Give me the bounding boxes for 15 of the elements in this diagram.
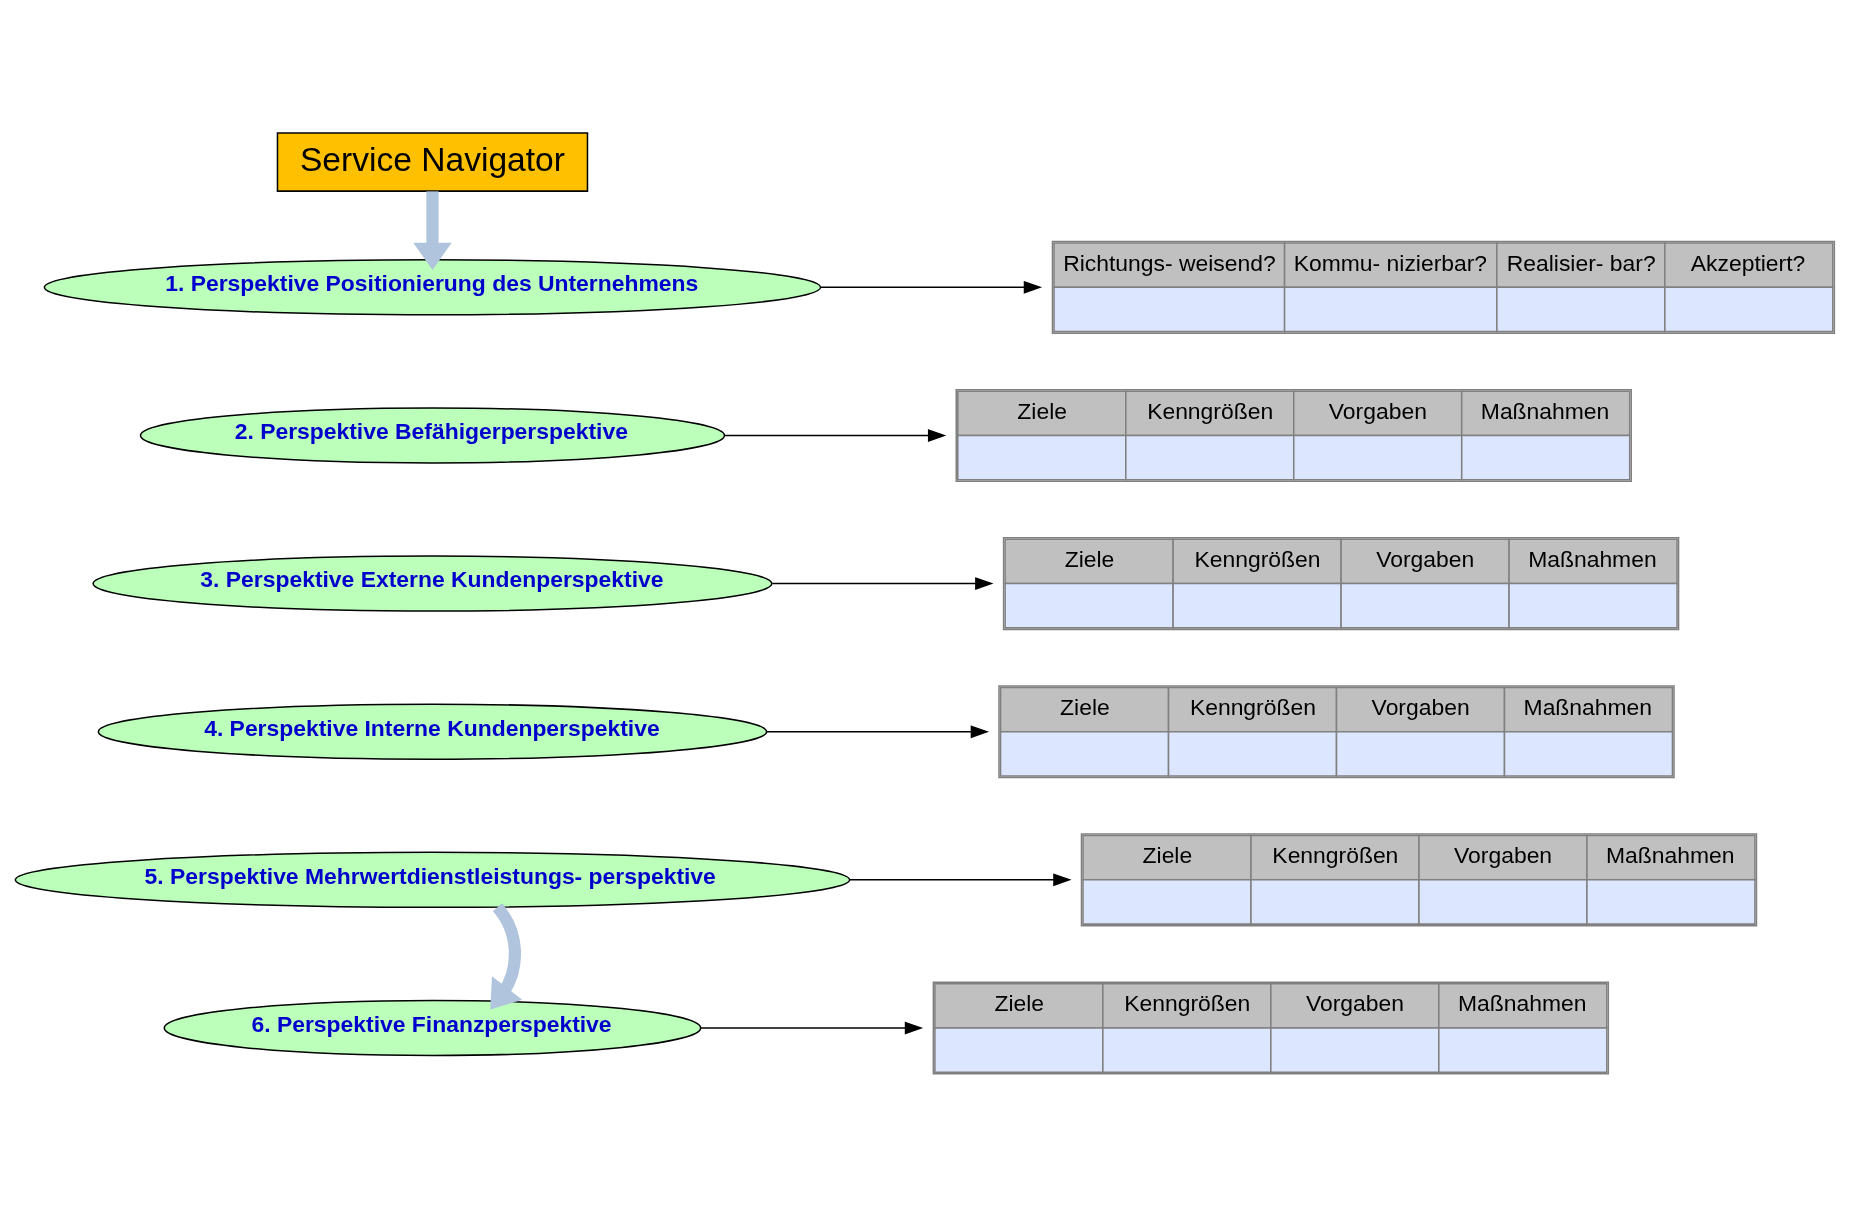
arrow: [819, 280, 1042, 294]
arrow: [771, 577, 993, 590]
node-ellipse: 6. Perspektive Finanzperspektive: [163, 999, 701, 1057]
arrow: [848, 873, 1072, 887]
node-ellipse: 1. Perspektive Positionierung des Unternehmens: [43, 259, 821, 316]
arrow: [489, 903, 522, 1010]
node-ellipse: 4. Perspektive Interne Kundenperspektive: [97, 703, 767, 760]
arrow: [765, 725, 989, 739]
node-ellipse: 5. Perspektive Mehrwertdienstleistungs- perspektive: [14, 851, 850, 909]
node-box: Service Navigator: [276, 132, 588, 192]
arrow: [723, 429, 946, 442]
node-ellipse: 3. Perspektive Externe Kundenperspektive: [91, 555, 773, 612]
arrow: [412, 191, 452, 271]
arrow: [699, 1021, 923, 1035]
node-ellipse: 2. Perspektive Befähigerperspektive: [139, 407, 725, 464]
